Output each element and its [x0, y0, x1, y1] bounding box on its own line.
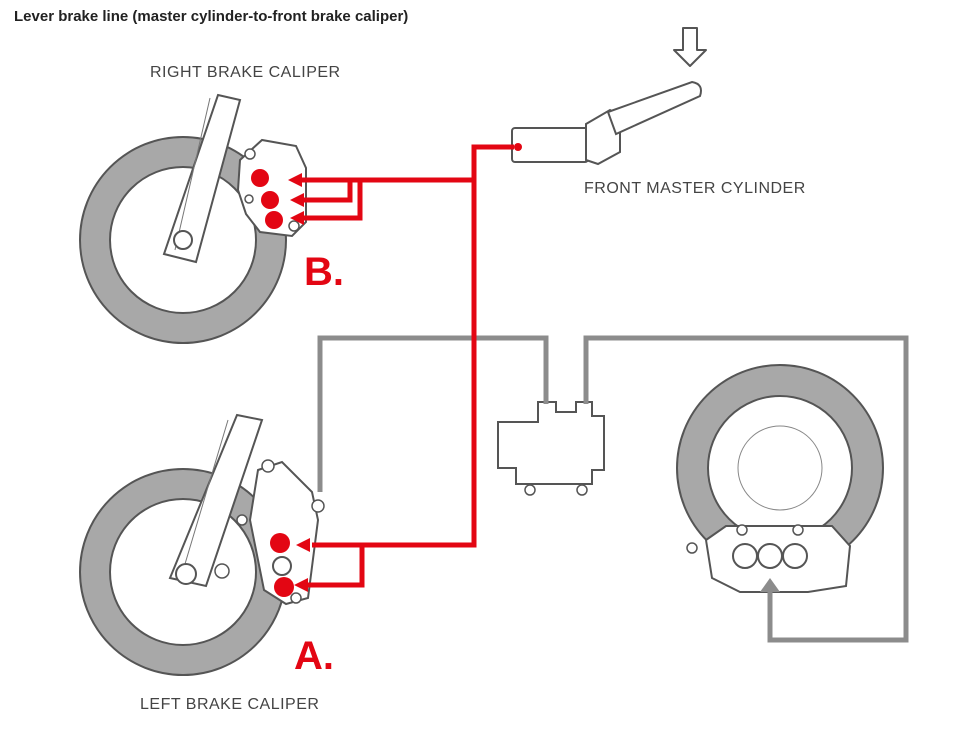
- right-wheel: [79, 93, 307, 344]
- lever-line-left-branch: [308, 545, 365, 588]
- left-fork-leg: [168, 413, 264, 588]
- linked-line-rear-caliper: [583, 335, 909, 643]
- linked-line-left-caliper: [317, 335, 549, 492]
- rear-caliper-arrow: [760, 578, 780, 592]
- right-fork-leg: [162, 93, 242, 264]
- left-caliper-body: [248, 460, 320, 606]
- lever-line-arrowheads: [288, 173, 310, 592]
- front-master-cylinder: [511, 108, 621, 166]
- diagram-title: Lever brake line (master cylinder-to-fro…: [14, 8, 409, 25]
- marker-a: A.: [294, 634, 334, 678]
- left-axle: [175, 563, 197, 585]
- right-caliper-pistons: [251, 169, 283, 229]
- brake-lever: [606, 80, 702, 136]
- linked-brake-lines: [317, 335, 909, 643]
- front-master-cylinder-label: FRONT MASTER CYLINDER: [584, 180, 806, 197]
- marker-b: B.: [304, 250, 344, 294]
- right-axle: [173, 230, 193, 250]
- lever-line-trunk: [312, 144, 514, 548]
- proportioning-valve: [497, 401, 605, 496]
- lever-line-right-branch: [302, 180, 363, 221]
- lever-line-right-branch-2: [302, 180, 353, 203]
- rear-wheel: [676, 364, 884, 593]
- right-caliper-body: [236, 138, 307, 238]
- right-brake-caliper-label: RIGHT BRAKE CALIPER: [150, 64, 341, 81]
- left-wheel: [79, 413, 325, 676]
- left-caliper-pistons: [270, 533, 294, 597]
- lever-brake-line: [300, 144, 514, 588]
- press-arrow-icon: [673, 27, 707, 67]
- left-brake-caliper-label: LEFT BRAKE CALIPER: [140, 696, 320, 713]
